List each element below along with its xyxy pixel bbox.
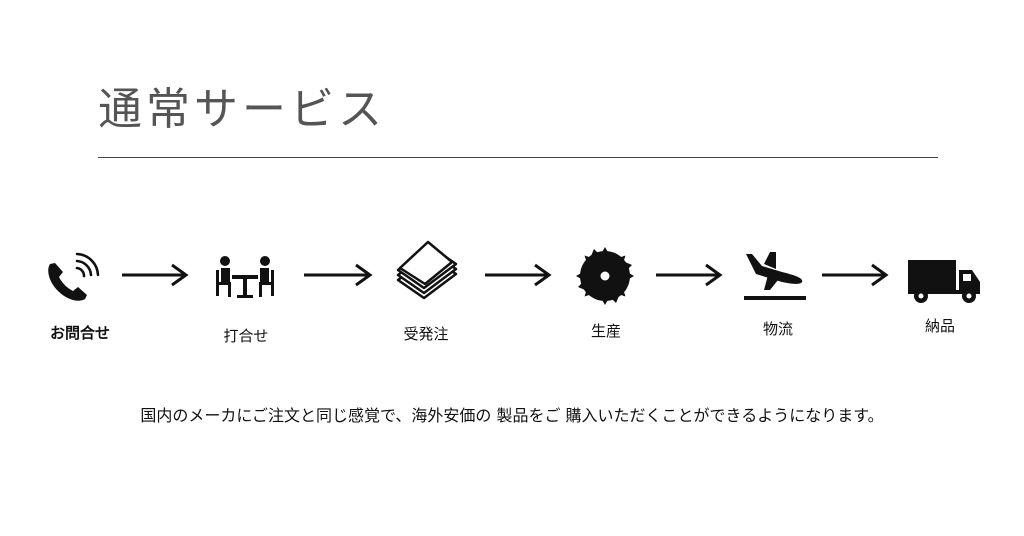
step-label: 生産 <box>590 322 622 340</box>
title-divider <box>98 157 938 158</box>
step-label: 物流 <box>762 320 794 338</box>
arrow-right-icon <box>485 263 552 287</box>
step-label: 受発注 <box>403 325 449 343</box>
arrow-right-icon <box>304 263 373 287</box>
truck-icon <box>908 260 980 303</box>
arrow-right-icon <box>122 263 189 287</box>
arrow-right-icon <box>822 263 889 287</box>
page-title: 通常サービス <box>98 84 386 135</box>
service-description: 国内のメーカにご注文と同じ感覚で、海外安価の 製品をご 購入いただくことができる… <box>140 406 884 425</box>
saw-blade-icon <box>576 247 634 305</box>
step-label: 納品 <box>924 317 956 335</box>
step-label: お問合せ <box>49 324 111 342</box>
arrow-right-icon <box>656 263 723 287</box>
phone-icon <box>48 252 100 301</box>
documents-icon <box>396 240 458 300</box>
meeting-icon <box>216 256 274 298</box>
step-label: 打合せ <box>223 327 269 345</box>
airplane-icon <box>744 252 806 300</box>
